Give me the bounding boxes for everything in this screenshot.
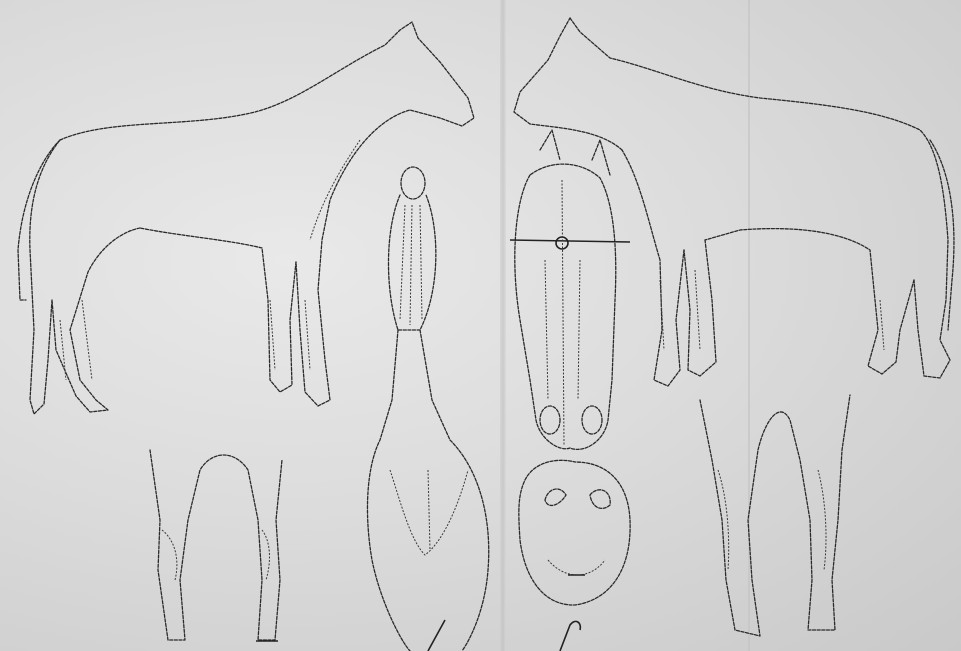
hind-legs-rear-view <box>150 450 282 641</box>
front-legs-front-view <box>700 395 850 636</box>
horse-muzzle-view <box>519 460 630 605</box>
horse-head-front-view <box>510 130 630 449</box>
horse-tail-rear-view <box>367 167 488 651</box>
horse-left-side-view <box>18 22 474 414</box>
bottom-sketch-marks <box>428 620 580 651</box>
horse-right-side-view <box>514 18 954 386</box>
